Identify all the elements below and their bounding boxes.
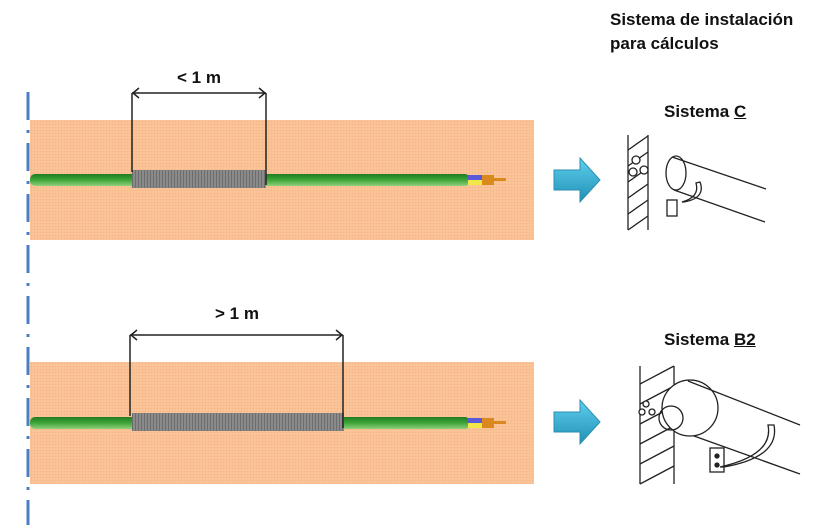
header-line-2: para cálculos bbox=[610, 34, 719, 53]
cable-end-icon bbox=[468, 175, 506, 185]
system-label: Sistema C bbox=[664, 102, 747, 121]
length-label: > 1 m bbox=[215, 304, 259, 323]
cable-end-icon bbox=[468, 418, 506, 428]
system-code: C bbox=[733, 102, 747, 121]
system-code: B2 bbox=[733, 330, 756, 349]
right-arrow-icon bbox=[553, 398, 601, 446]
dimension-marker bbox=[129, 329, 344, 428]
length-label: < 1 m bbox=[177, 68, 221, 87]
dimension-marker bbox=[131, 87, 267, 185]
header-line-1: Sistema de instalación bbox=[610, 10, 794, 29]
protective-tube bbox=[132, 170, 266, 188]
diagram-header: Sistema de instalación para cálculos bbox=[610, 8, 793, 56]
protective-tube bbox=[132, 413, 344, 431]
right-arrow-icon bbox=[553, 156, 601, 204]
system-label: Sistema B2 bbox=[664, 330, 756, 349]
